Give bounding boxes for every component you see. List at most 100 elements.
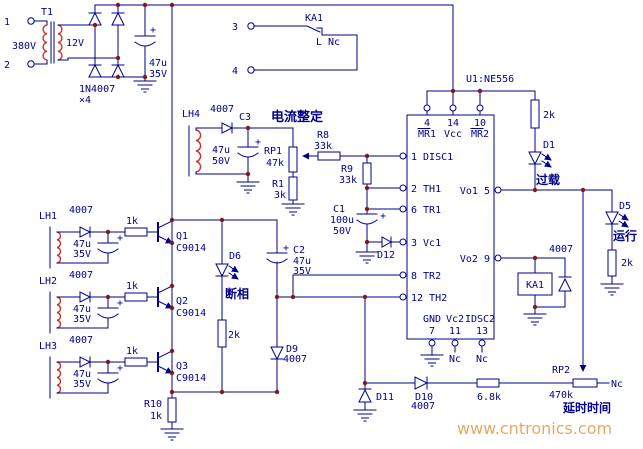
lh4-label: LH4 bbox=[182, 109, 200, 120]
core-icon bbox=[50, 21, 55, 64]
lh3-diode-label: 4007 bbox=[69, 335, 93, 346]
d12-label: D12 bbox=[377, 250, 395, 261]
pin13-terminal bbox=[478, 339, 486, 347]
ic-designator: U1:NE556 bbox=[466, 74, 514, 85]
pin4-number: 4 bbox=[424, 118, 430, 129]
lh3-base-resistor bbox=[124, 357, 148, 367]
pin2-terminal bbox=[399, 184, 407, 192]
filter-cap-plus: + bbox=[150, 25, 156, 36]
lh2-diode-label: 4007 bbox=[69, 270, 93, 281]
pin12-terminal bbox=[399, 293, 407, 301]
lh2-diode-icon bbox=[79, 291, 92, 303]
terminal-4 bbox=[247, 66, 255, 74]
q2-type: C9014 bbox=[176, 308, 206, 319]
r8-resistor bbox=[317, 151, 341, 161]
lh4-diode-label: 4007 bbox=[210, 104, 234, 115]
c3-label: C3 bbox=[239, 112, 251, 123]
terminal-2-label: 2 bbox=[4, 60, 10, 71]
r9-resistor bbox=[362, 162, 372, 185]
watermark: www.cntronics.com bbox=[457, 419, 612, 438]
delay-time-text: 延时时间 bbox=[562, 400, 611, 415]
filter-cap-value: 47u bbox=[149, 58, 167, 69]
q2-emitter-arrow-icon bbox=[157, 300, 173, 309]
pin10-number: 10 bbox=[474, 118, 486, 129]
pin11-terminal bbox=[451, 339, 459, 347]
r10-label: R10 bbox=[144, 399, 162, 410]
q3-label: Q3 bbox=[176, 361, 188, 372]
rp2-potentiometer bbox=[572, 378, 598, 388]
pin10-terminal bbox=[476, 104, 484, 112]
run-text: 运行 bbox=[613, 228, 637, 243]
d6-resistor-value: 2k bbox=[228, 330, 240, 341]
transformer-t1: 1 2 T1 380V 12V bbox=[4, 7, 84, 71]
pin9-terminal bbox=[494, 254, 502, 262]
lh1-cap-icon bbox=[97, 231, 119, 264]
pin4-name: MR1 bbox=[418, 129, 436, 140]
led-ray-icon bbox=[228, 265, 239, 273]
d9-diode-icon bbox=[270, 346, 284, 361]
c3-plus: + bbox=[255, 137, 261, 148]
pin14-name: Vcc bbox=[444, 129, 462, 140]
terminal-3-label: 3 bbox=[232, 22, 238, 33]
d10-diode-icon bbox=[414, 376, 429, 390]
lh3-cap-value: 47u bbox=[73, 369, 91, 380]
c1-voltage: 50V bbox=[333, 226, 351, 237]
d6-resistor bbox=[217, 319, 227, 348]
secondary-winding-icon bbox=[57, 24, 63, 61]
lh2-resistor-value: 1k bbox=[126, 281, 138, 292]
lh1-resistor-value: 1k bbox=[126, 216, 138, 227]
ground-icon bbox=[236, 177, 260, 194]
pin1-terminal bbox=[399, 152, 407, 160]
relay-coil-section: KA1 4007 bbox=[500, 244, 573, 326]
lh2-cap-value: 47u bbox=[73, 304, 91, 315]
filter-capacitor: + 47u 35V bbox=[133, 4, 167, 93]
flyback-diode-label: 4007 bbox=[549, 244, 573, 255]
pin11-nc: Nc bbox=[449, 354, 461, 365]
r1-value: 3k bbox=[274, 190, 286, 201]
pin13-nc: Nc bbox=[476, 354, 488, 365]
bridge-diode3-icon bbox=[111, 11, 125, 26]
d6-led-icon bbox=[215, 263, 229, 278]
led-ray-icon bbox=[541, 160, 552, 168]
q2-label: Q2 bbox=[176, 296, 188, 307]
bridge-rectifier: 1N4007 ×4 bbox=[57, 4, 454, 106]
led-ray-icon bbox=[618, 213, 629, 221]
d10-value: 4007 bbox=[411, 401, 435, 412]
d6-label: D6 bbox=[229, 251, 241, 262]
terminal-3 bbox=[247, 22, 255, 30]
phase-loss-indicator: D6 断相 2k bbox=[171, 219, 278, 393]
contact-type-label: L Nc bbox=[316, 37, 340, 48]
current-setting-heading: 电流整定 bbox=[271, 109, 323, 125]
lh3-resistor-value: 1k bbox=[126, 346, 138, 357]
timing-network: R8 33k R9 33k C1 100u 50V + D12 bbox=[314, 130, 401, 264]
lh1-base-resistor bbox=[124, 227, 148, 237]
r8-label: R8 bbox=[317, 130, 329, 141]
lh1-cap-plus: + bbox=[117, 233, 123, 244]
pin11-number: 11 bbox=[449, 326, 461, 337]
c1-plus: + bbox=[380, 211, 386, 222]
d11-label: D11 bbox=[376, 392, 394, 403]
pin1-name: 1 DISC1 bbox=[411, 152, 453, 163]
c2-voltage: 35V bbox=[293, 266, 311, 277]
pin6-terminal bbox=[399, 205, 407, 213]
pin2-name: 2 TH1 bbox=[411, 184, 441, 195]
run-resistor bbox=[607, 249, 617, 277]
lh1-diode-label: 4007 bbox=[69, 205, 93, 216]
sensor-lh2: LH2 4007 + 47u 35V 1k Q2 C9014 bbox=[39, 270, 206, 334]
lh2-cap-plus: + bbox=[117, 298, 123, 309]
r1-resistor bbox=[288, 176, 298, 201]
terminal-2 bbox=[27, 60, 35, 68]
r9-label: R9 bbox=[341, 164, 353, 175]
r10-value: 1k bbox=[150, 411, 162, 422]
led-ray-icon bbox=[618, 220, 629, 228]
rp2-label: RP2 bbox=[552, 365, 570, 376]
lh3-cap-icon bbox=[97, 361, 119, 394]
d9-label: D9 bbox=[286, 344, 298, 355]
d12-diode-icon bbox=[381, 236, 393, 248]
ground-icon bbox=[420, 350, 444, 367]
c1-label: C1 bbox=[333, 204, 345, 215]
lh1-diode-icon bbox=[79, 226, 92, 238]
pin13-number: 13 bbox=[476, 326, 488, 337]
ground-icon bbox=[355, 247, 379, 264]
